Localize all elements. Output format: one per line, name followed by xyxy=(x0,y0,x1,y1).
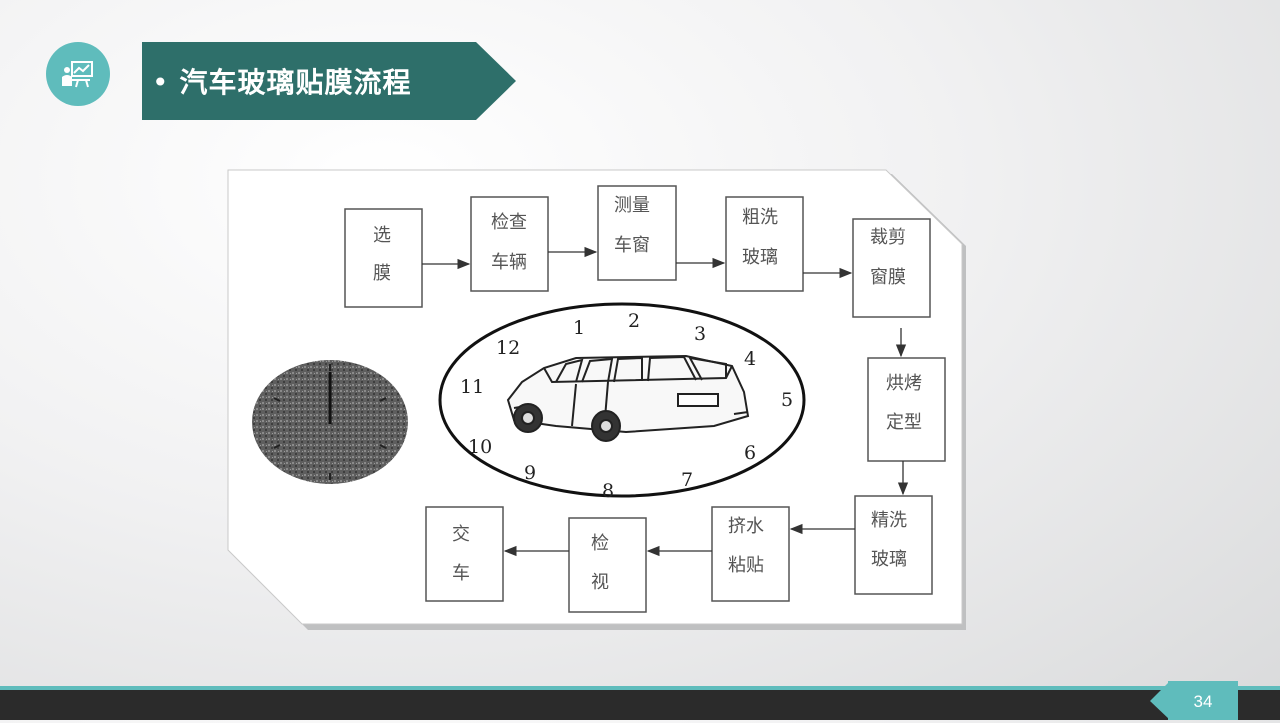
title-text: 汽车玻璃贴膜流程 xyxy=(179,66,412,99)
svg-text:车窗: 车窗 xyxy=(614,235,650,256)
page-number: 34 xyxy=(1168,681,1238,720)
svg-text:检查: 检查 xyxy=(491,212,527,233)
clock-number: 12 xyxy=(496,337,520,359)
clock-number: 10 xyxy=(468,436,492,458)
step-box-rough-wash-glass: 粗洗 玻璃 xyxy=(725,196,804,292)
step-box-select-film: 选 膜 xyxy=(344,208,423,308)
clock-number: 8 xyxy=(602,480,614,502)
clock-number: 5 xyxy=(781,389,793,411)
footer-bar xyxy=(0,690,1280,720)
presentation-chart-icon xyxy=(62,61,93,88)
svg-text:烘烤: 烘烤 xyxy=(886,373,922,394)
car-icon xyxy=(506,354,750,442)
presentation-logo xyxy=(46,42,110,106)
title-bullet: • xyxy=(152,66,170,99)
clock-number: 1 xyxy=(573,317,585,339)
step-box-inspect-vehicle: 检查 车辆 xyxy=(470,196,549,292)
clock-number: 9 xyxy=(524,462,536,484)
svg-text:粗洗: 粗洗 xyxy=(742,207,778,228)
svg-text:裁剪: 裁剪 xyxy=(870,227,906,248)
car-clock-ellipse: 1 2 3 4 5 6 7 8 9 10 11 12 xyxy=(438,302,806,502)
svg-text:视: 视 xyxy=(591,572,609,593)
step-box-bake-shape: 烘烤 定型 xyxy=(867,357,946,462)
step-box-inspect: 检 视 xyxy=(568,517,647,613)
svg-text:精洗: 精洗 xyxy=(871,510,907,531)
svg-text:窗膜: 窗膜 xyxy=(870,267,906,288)
svg-text:定型: 定型 xyxy=(886,412,922,433)
clock-number: 6 xyxy=(744,442,756,464)
title-banner xyxy=(142,42,516,120)
flow-arrows xyxy=(422,246,909,557)
svg-text:车辆: 车辆 xyxy=(491,252,527,273)
clock-illustration xyxy=(252,360,408,484)
clock-number: 7 xyxy=(681,469,693,491)
svg-text:挤水: 挤水 xyxy=(728,516,764,537)
process-diagram: 选 膜 检查 车辆 测量 车窗 粗洗 玻璃 裁剪 窗膜 烘烤 定型 精洗 玻璃 … xyxy=(227,169,966,630)
clock-number: 3 xyxy=(694,323,706,345)
clock-number: 2 xyxy=(628,310,640,332)
page-number-tab-corner xyxy=(1150,681,1170,720)
step-box-cut-film: 裁剪 窗膜 xyxy=(852,218,931,318)
svg-text:玻璃: 玻璃 xyxy=(742,247,778,268)
svg-text:车: 车 xyxy=(452,563,470,584)
svg-text:玻璃: 玻璃 xyxy=(871,549,907,570)
step-box-squeegee-apply: 挤水 粘贴 xyxy=(711,506,790,602)
svg-text:粘贴: 粘贴 xyxy=(728,555,764,576)
svg-text:选: 选 xyxy=(373,225,391,246)
clock-number: 11 xyxy=(460,376,484,398)
step-box-measure-window: 测量 车窗 xyxy=(597,185,677,281)
step-box-deliver-car: 交 车 xyxy=(425,506,504,602)
svg-text:检: 检 xyxy=(591,533,609,554)
svg-text:交: 交 xyxy=(452,524,470,545)
svg-text:测量: 测量 xyxy=(614,195,650,216)
clock-number: 4 xyxy=(744,348,756,370)
slide-title: • 汽车玻璃贴膜流程 xyxy=(152,60,412,106)
svg-text:膜: 膜 xyxy=(373,263,391,284)
step-box-fine-wash-glass: 精洗 玻璃 xyxy=(854,495,933,595)
